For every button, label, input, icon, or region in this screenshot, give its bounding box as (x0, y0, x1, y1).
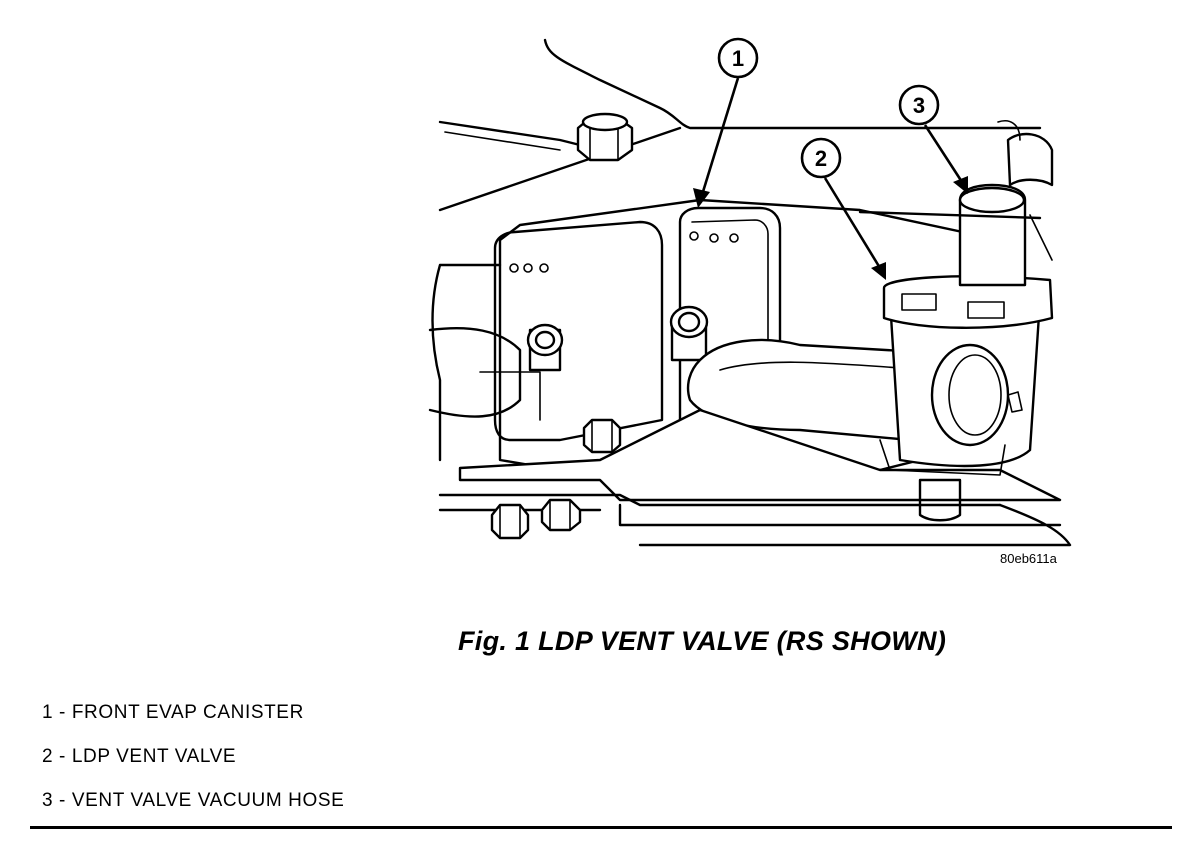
left-hose (428, 327, 522, 418)
callout-legend: 1 - FRONT EVAP CANISTER 2 - LDP VENT VAL… (42, 700, 344, 832)
arrow-3 (923, 124, 964, 183)
canister-right-cover-inner (691, 219, 769, 361)
right-nipple (669, 305, 709, 362)
legend-item-3: 3 - VENT VALVE VACUUM HOSE (42, 790, 345, 811)
callout-number-1: 1 (732, 46, 744, 71)
arrow-2-head (871, 262, 886, 280)
lower-bracket (458, 408, 1062, 502)
upper-bolt (576, 112, 634, 162)
callout-number-2: 2 (815, 146, 827, 171)
canister-right-cover (678, 206, 782, 432)
arrow-1-head (693, 188, 710, 208)
vent-valve-vacuum-hose (958, 120, 1054, 287)
floor-line-detail (444, 131, 561, 151)
bracket-bolt (582, 418, 622, 454)
callout-number-3: 3 (913, 93, 925, 118)
figure-caption: Fig. 1 LDP VENT VALVE (RS SHOWN) (458, 626, 947, 656)
right-background (858, 210, 1042, 220)
callout-3: 3 (898, 84, 940, 126)
canister-left-cover (493, 220, 664, 442)
lower-bolt-left (490, 503, 530, 540)
floor-line-lower (438, 126, 682, 212)
ldp-vent-valve (879, 275, 1054, 522)
vent-hose-highlight (719, 361, 901, 371)
arrow-3-head (953, 176, 968, 194)
line-drawing (428, 38, 1072, 547)
callout-1: 1 (717, 37, 759, 79)
callout-arrows (693, 77, 968, 280)
left-frame (431, 263, 502, 462)
arrow-1 (700, 77, 740, 196)
valve-outlet (918, 478, 962, 522)
lower-bolt-right (540, 498, 582, 532)
callout-2: 2 (800, 137, 842, 179)
arrow-2 (823, 177, 882, 269)
figure-code: 80eb611a (1000, 551, 1058, 566)
bottom-rule (30, 826, 1172, 829)
floor-line-upper (438, 120, 602, 152)
vent-hose (686, 338, 962, 442)
rail-end (618, 503, 1072, 547)
mounting-holes (509, 231, 739, 273)
body-panel (543, 38, 1042, 130)
legend-item-2: 2 - LDP VENT VALVE (42, 746, 237, 767)
left-nipple (526, 323, 564, 372)
ldp-vent-valve-illustration: 1 2 3 80eb611a (428, 37, 1072, 566)
left-hose-band (479, 371, 541, 421)
legend-item-1: 1 - FRONT EVAP CANISTER (42, 702, 304, 723)
